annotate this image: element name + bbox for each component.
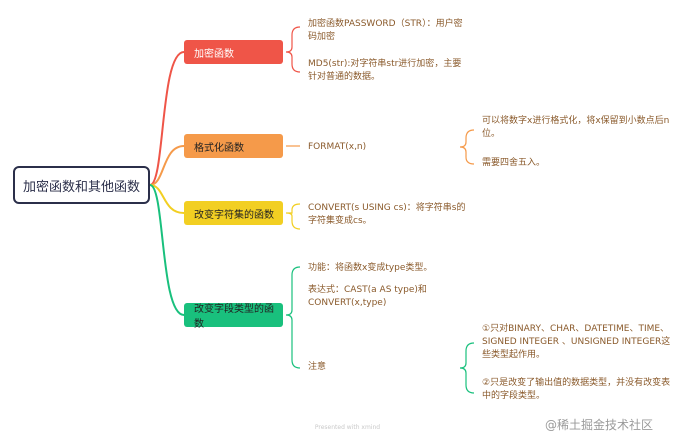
subnote-format-desc[interactable]: 可以将数字x进行格式化，将x保留到小数点后n位。 bbox=[482, 116, 670, 139]
bracket-t3 bbox=[285, 203, 301, 230]
note-format[interactable]: FORMAT(x,n) bbox=[308, 142, 367, 152]
link-root-t2 bbox=[149, 145, 185, 186]
topic-encryption-functions[interactable]: 加密函数 bbox=[184, 40, 283, 64]
note-convert-using[interactable]: CONVERT(s USING cs)：将字符串s的字符集变成cs。 bbox=[308, 203, 466, 226]
note-function[interactable]: 功能：将函数x变成type类型。 bbox=[308, 263, 433, 273]
note-password[interactable]: 加密函数PASSWORD（STR）：用户密码加密 bbox=[308, 19, 463, 42]
note-md5[interactable]: MD5(str):对字符串str进行加密，主要针对普通的数据。 bbox=[308, 59, 462, 82]
subnote-supported-types[interactable]: ①只对BINARY、CHAR、DATETIME、TIME、SIGNED INTE… bbox=[482, 324, 671, 360]
bracket-t4 bbox=[285, 266, 301, 369]
link-root-t1 bbox=[149, 51, 185, 186]
note-attention[interactable]: 注意 bbox=[308, 362, 327, 372]
note-expression[interactable]: 表达式：CAST(a AS type)和CONVERT(x,type) bbox=[308, 285, 427, 308]
root-topic[interactable]: 加密函数和其他函数 bbox=[13, 166, 150, 204]
topic-type-conversion-functions[interactable]: 改变字段类型的函数 bbox=[184, 303, 283, 330]
bracket-t1 bbox=[285, 26, 301, 73]
subnote-output-only[interactable]: ②只是改变了输出值的数据类型，并没有改变表中的字段类型。 bbox=[482, 378, 671, 401]
bracket-sub-note bbox=[459, 342, 475, 394]
link-root-t4 bbox=[149, 184, 185, 316]
topic-charset-functions[interactable]: 改变字符集的函数 bbox=[184, 201, 283, 225]
bracket-sub-format bbox=[459, 129, 475, 165]
watermark: @稀土掘金技术社区 bbox=[545, 418, 654, 432]
topic-format-functions[interactable]: 格式化函数 bbox=[184, 134, 283, 158]
subnote-rounding[interactable]: 需要四舍五入。 bbox=[482, 158, 546, 168]
link-root-t3 bbox=[149, 184, 185, 214]
presented-with-footer: Presented with xmind bbox=[314, 424, 381, 431]
